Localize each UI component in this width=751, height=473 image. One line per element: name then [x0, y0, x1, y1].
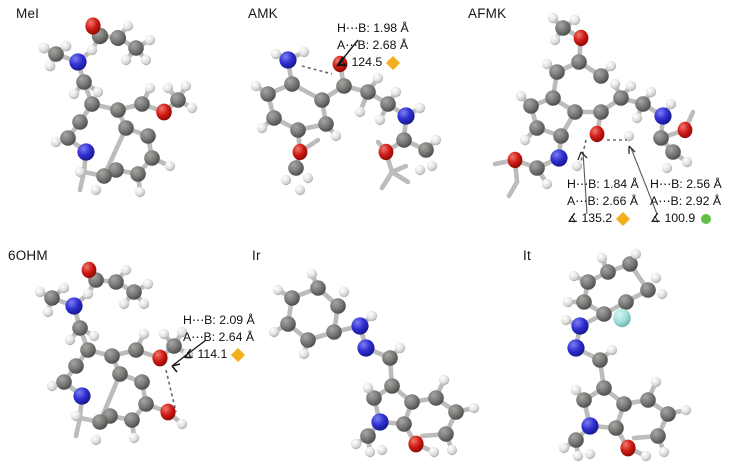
annotation-pointer-arrow: [336, 39, 359, 67]
annotation-angle: ∡ 124.5: [337, 55, 383, 70]
hydrogen-bond-dashed: [580, 139, 627, 163]
annotation-h-b: H⋯B: 1.98 Å: [337, 21, 409, 35]
annotation-angle: ∡ 100.9: [650, 211, 696, 226]
hydrogen-bond-dashed: [301, 65, 333, 75]
hydrogen-bond-dashed: [165, 369, 177, 413]
annotation-amk: H⋯B: 1.98 Å A⋯B: 2.68 Å ∡ 124.5: [337, 20, 409, 72]
panel-mel: MeI: [0, 0, 240, 240]
annotation-afmk-right: H⋯B: 2.56 Å A⋯B: 2.92 Å ∡ 100.9: [650, 176, 722, 228]
annotation-pointer-lines: [577, 145, 658, 215]
annotation-a-b: A⋯B: 2.68 Å: [337, 38, 409, 53]
panel-afmk: AFMK: [455, 0, 751, 240]
annotation-afmk-left: H⋯B: 1.84 Å A⋯B: 2.66 Å ∡ 135.2: [567, 176, 639, 228]
molecule-it: [558, 248, 692, 462]
green-circle-marker: [701, 214, 712, 224]
annotation-angle: ∡ 114.1: [183, 347, 228, 362]
panel-label-amk: AMK: [248, 6, 278, 21]
panel-label-afmk: AFMK: [468, 6, 507, 21]
molecule-mel: [38, 17, 198, 198]
panel-label-it: It: [523, 248, 531, 263]
annotation-angle-row: ∡ 124.5: [337, 54, 409, 71]
annotation-h-b: H⋯B: 1.84 Å: [567, 177, 639, 191]
annotation-angle-row: ∡ 114.1: [183, 346, 255, 363]
annotation-angle-row: ∡ 135.2: [567, 210, 639, 227]
annotation-h-b: H⋯B: 2.56 Å: [650, 177, 722, 191]
annotation-angle: ∡ 135.2: [567, 211, 613, 226]
panel-amk: AMK: [240, 0, 470, 240]
panel-6ohm: 6OHM: [0, 240, 240, 473]
fluorine-atom: [613, 308, 631, 328]
panel-label-ir: Ir: [252, 248, 261, 263]
panel-ir: Ir: [240, 240, 510, 473]
orange-diamond-marker: [386, 55, 401, 71]
panel-it: It: [510, 240, 751, 473]
orange-diamond-marker: [616, 211, 631, 227]
annotation-6ohm: H⋯B: 2.09 Å A⋯B: 2.64 Å ∡ 114.1: [183, 312, 255, 364]
panel-label-6ohm: 6OHM: [8, 248, 48, 263]
annotation-a-b: A⋯B: 2.64 Å: [183, 330, 255, 345]
molecule-ir: [268, 268, 480, 458]
molecule-6ohm: [34, 261, 207, 446]
molecule-amk: [250, 39, 442, 196]
panel-label-mel: MeI: [16, 6, 40, 21]
annotation-angle-row: ∡ 100.9: [650, 210, 722, 227]
annotation-a-b: A⋯B: 2.66 Å: [567, 194, 639, 209]
annotation-a-b: A⋯B: 2.92 Å: [650, 194, 722, 209]
annotation-pointer-arrow: [171, 339, 207, 373]
molecule-afmk: [492, 12, 696, 215]
annotation-h-b: H⋯B: 2.09 Å: [183, 313, 255, 327]
